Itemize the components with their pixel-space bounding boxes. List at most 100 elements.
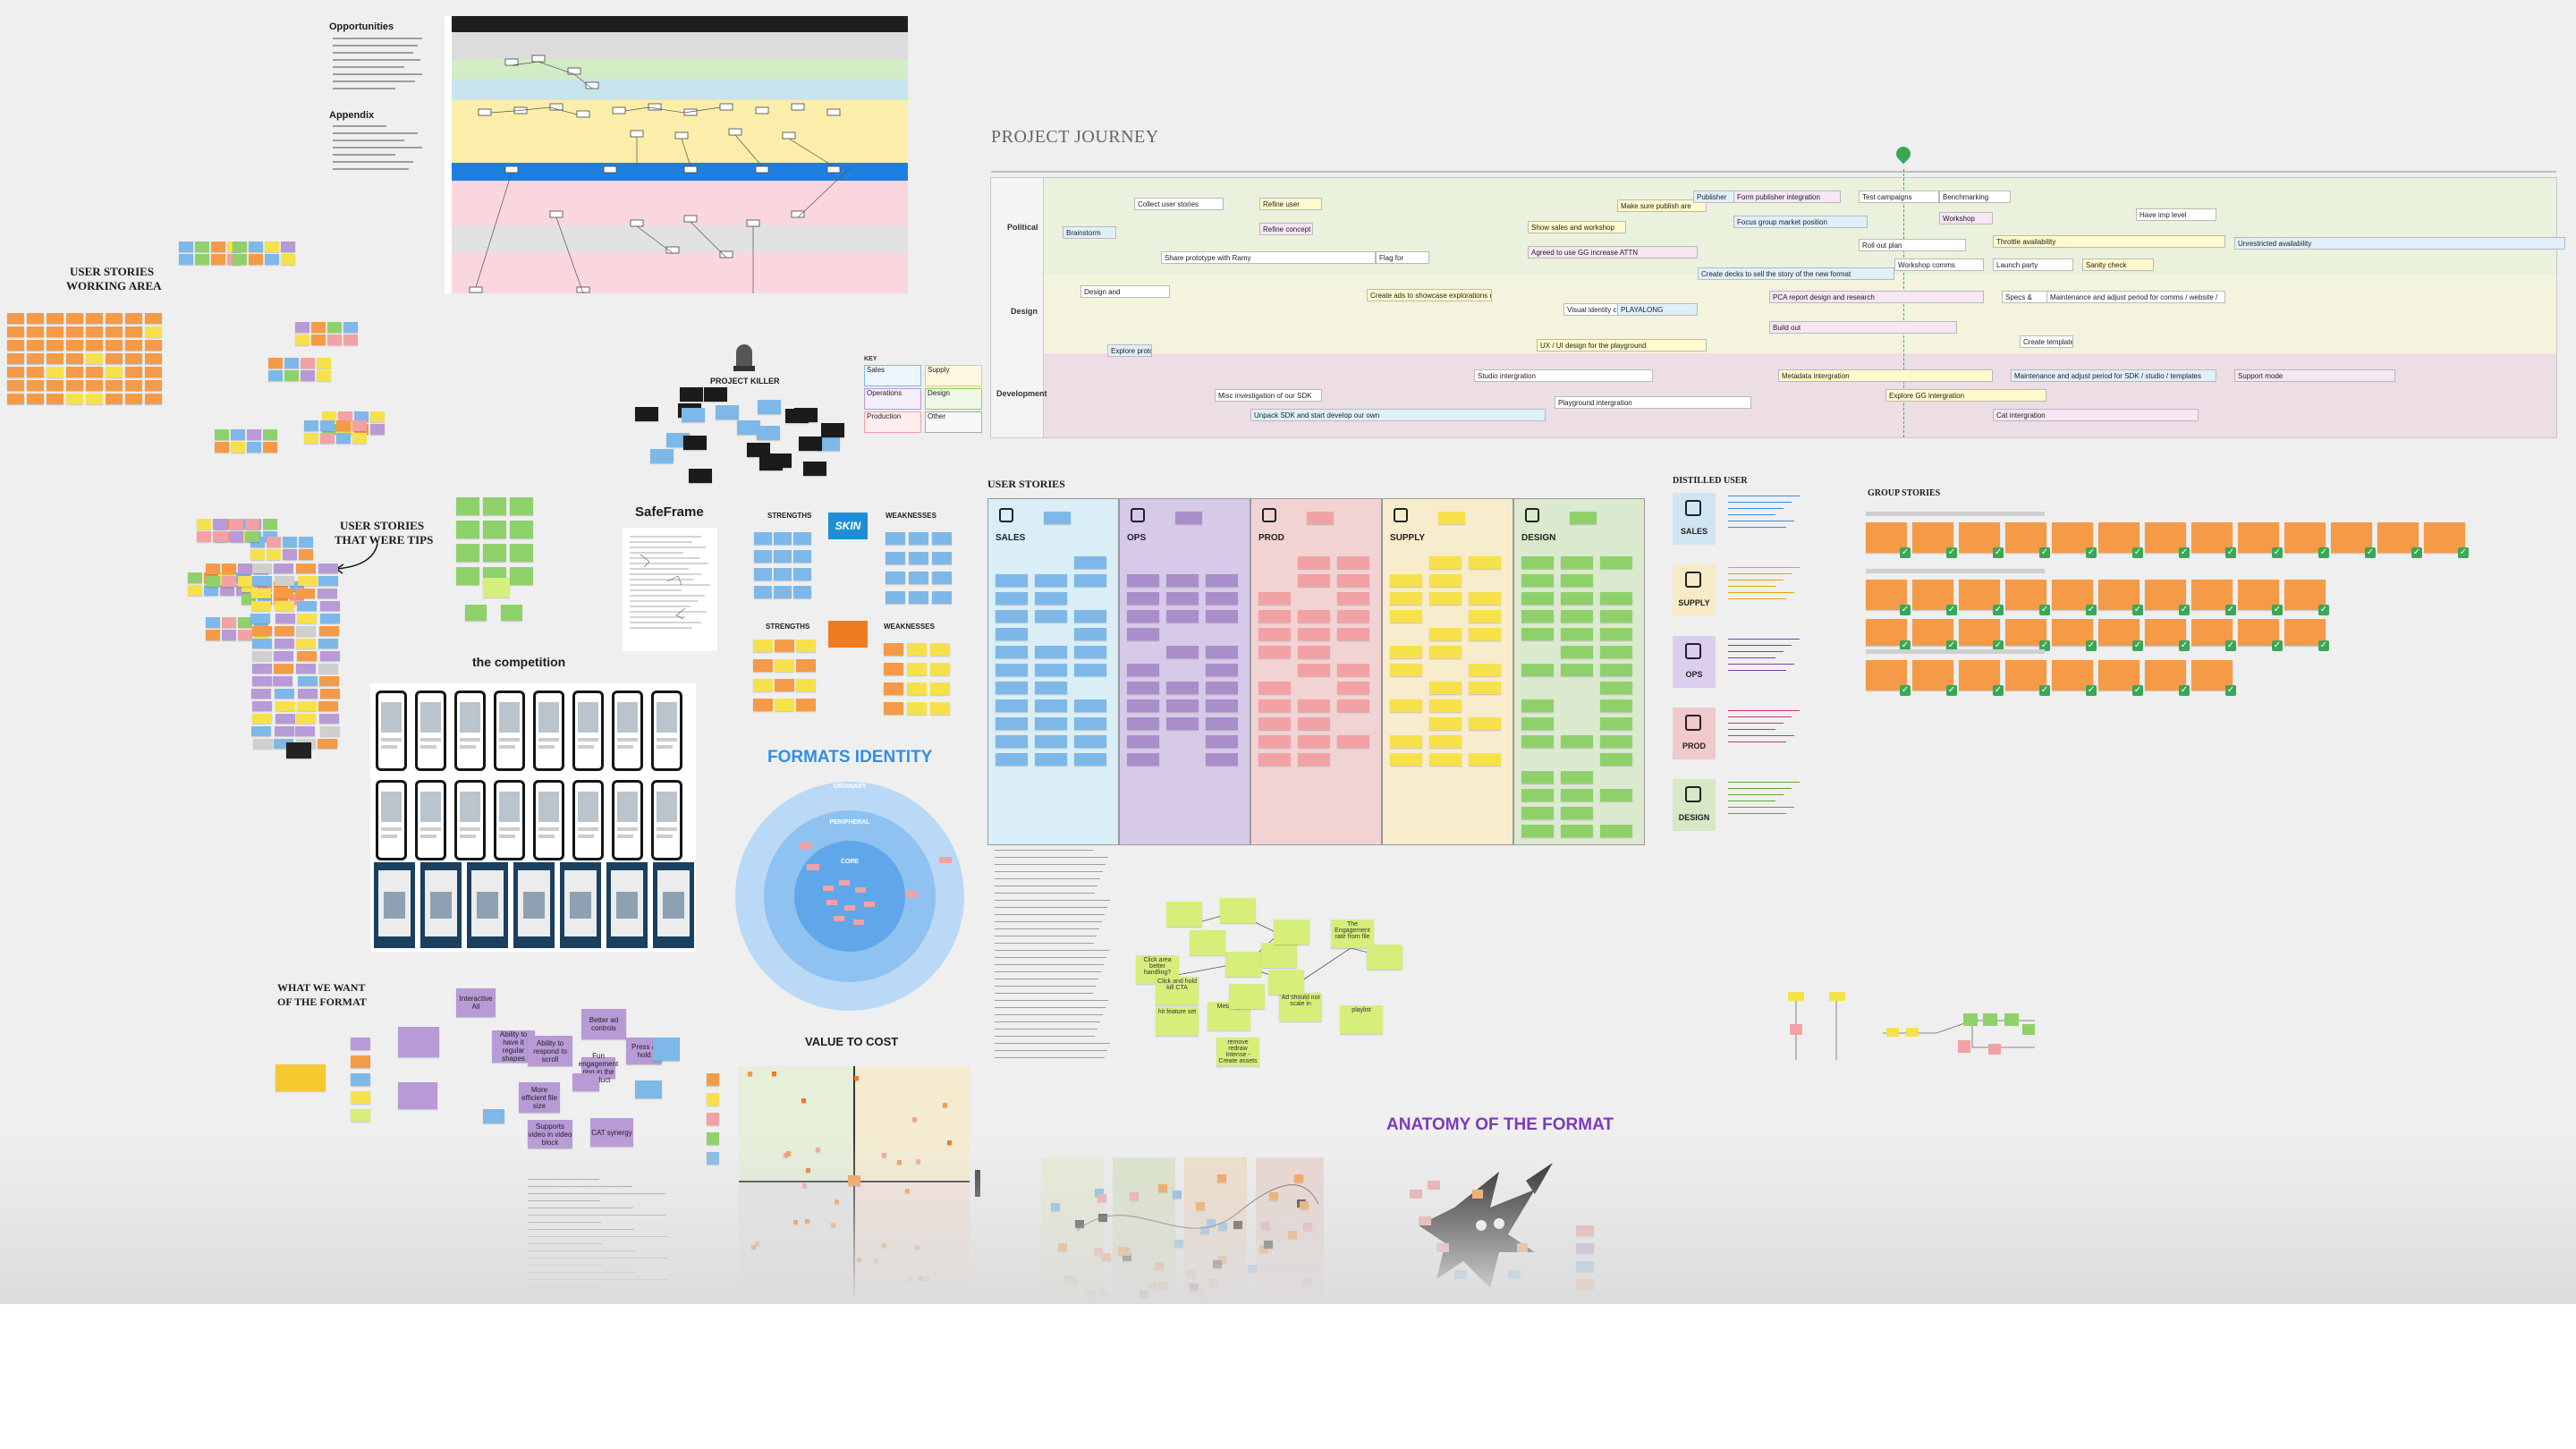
sticky-note[interactable] [275,714,295,724]
sticky-note[interactable] [754,532,772,545]
sticky-note[interactable] [318,714,339,724]
sticky-note[interactable] [145,326,162,337]
sticky-note[interactable] [1127,574,1159,587]
phone-mockup[interactable] [612,691,643,771]
sticky-note[interactable] [284,370,299,381]
sticky-note[interactable] [754,550,772,563]
sticky-note[interactable] [1337,628,1369,640]
sticky-note[interactable] [86,313,103,324]
sticky-note[interactable] [275,639,295,648]
project-killer-board[interactable] [635,386,859,494]
sticky-note[interactable] [1127,717,1159,730]
sticky-note[interactable] [886,572,905,584]
sticky-note[interactable] [1264,1241,1274,1250]
sticky-note[interactable] [1206,592,1238,605]
sticky-note[interactable] [66,367,83,377]
sticky-note[interactable] [1561,646,1593,658]
legend-swatch[interactable] [1576,1279,1594,1290]
sticky-note[interactable] [1035,682,1067,694]
sticky-note[interactable] [909,552,928,564]
timeline-task[interactable]: Brainstorm [1063,226,1116,239]
sticky-note[interactable] [1469,664,1501,676]
sticky-note[interactable] [267,537,281,547]
sticky-note[interactable] [274,664,294,674]
timeline-task[interactable]: Design and [1080,285,1170,298]
sticky-note[interactable] [1098,1289,1108,1298]
timeline-task[interactable]: Focus group market position [1733,216,1868,228]
sticky-note[interactable] [996,682,1028,694]
sticky-note[interactable] [1074,717,1106,730]
sticky-note[interactable] [1206,753,1238,766]
sticky-note[interactable] [251,714,272,724]
sticky-note[interactable] [206,576,220,587]
sticky-note[interactable] [483,1109,504,1123]
sticky-note[interactable] [295,335,309,345]
sticky-note[interactable] [86,367,103,377]
sticky-note[interactable] [47,367,64,377]
timeline-task[interactable]: Throttle availability [1993,235,2225,248]
sticky-note[interactable] [1158,1281,1167,1290]
sticky-note[interactable] [1429,735,1462,748]
sticky-note[interactable] [1068,1277,1078,1286]
sticky-note[interactable] [275,614,295,623]
sticky-note[interactable] [274,626,294,636]
distilled-user-card[interactable]: SUPPLY [1673,564,1716,616]
phone-mockup[interactable] [494,691,525,771]
matrix-point[interactable] [897,1160,902,1165]
sticky-note[interactable] [1247,1265,1257,1274]
sticky-note[interactable] [1469,753,1501,766]
sticky-note[interactable] [273,676,293,686]
swimlane-flow-diagram[interactable] [445,16,908,293]
sticky-note[interactable] [1094,1247,1103,1256]
ad-screenshot[interactable] [513,862,555,948]
want-note[interactable]: Ability to respond to scroll [528,1036,572,1066]
sticky-note[interactable] [252,576,273,586]
sticky-note[interactable] [370,411,385,422]
sticky-note[interactable] [206,617,220,628]
sticky-note[interactable] [125,380,142,391]
sticky-note[interactable] [774,568,792,580]
want-note[interactable]: More efficient file size [519,1082,560,1113]
sticky-note[interactable] [753,699,773,711]
sticky-note[interactable] [1074,556,1106,569]
sticky-note[interactable] [996,735,1028,748]
sticky-note[interactable] [297,651,318,661]
sticky-note[interactable] [1600,789,1632,801]
sticky-note[interactable] [1298,646,1330,658]
sticky-note[interactable] [1600,682,1632,694]
timeline-task[interactable]: Unpack SDK and start develop our own [1250,409,1546,421]
sticky-note[interactable] [1600,556,1632,569]
sticky-note[interactable] [86,353,103,364]
timeline-task[interactable]: Collect user stories [1134,198,1224,210]
timeline-task[interactable]: Maintenance and adjust period for comms … [2046,291,2225,303]
sticky-note[interactable] [7,380,24,391]
sticky-note[interactable] [1127,664,1159,676]
sticky-note[interactable] [501,605,522,621]
sticky-note[interactable] [510,497,533,515]
sticky-note[interactable] [996,628,1028,640]
sticky-note[interactable] [47,380,64,391]
sticky-note[interactable] [796,699,816,711]
sticky-note[interactable] [1390,610,1422,623]
sticky-note[interactable] [1074,735,1106,748]
sticky-note[interactable] [932,532,952,545]
sticky-note[interactable] [318,576,338,586]
sticky-note[interactable] [1208,1278,1218,1287]
sticky-note[interactable] [1074,753,1106,766]
sticky-note[interactable] [318,739,338,749]
sticky-note[interactable] [145,394,162,404]
sticky-note[interactable] [1258,592,1291,605]
sticky-note[interactable] [296,664,317,674]
sticky-note[interactable] [1258,699,1291,712]
legend-swatch[interactable] [1576,1243,1594,1254]
sticky-note[interactable] [188,572,202,583]
sticky-note[interactable] [456,544,479,562]
matrix-point[interactable] [854,1075,860,1080]
sticky-note[interactable] [66,394,83,404]
legend-swatch[interactable] [351,1109,370,1122]
dark-card[interactable] [820,423,844,438]
sticky-note[interactable] [1561,628,1593,640]
sticky-note[interactable] [886,552,905,564]
idea-note[interactable]: Ad should not scale in [1279,993,1322,1021]
